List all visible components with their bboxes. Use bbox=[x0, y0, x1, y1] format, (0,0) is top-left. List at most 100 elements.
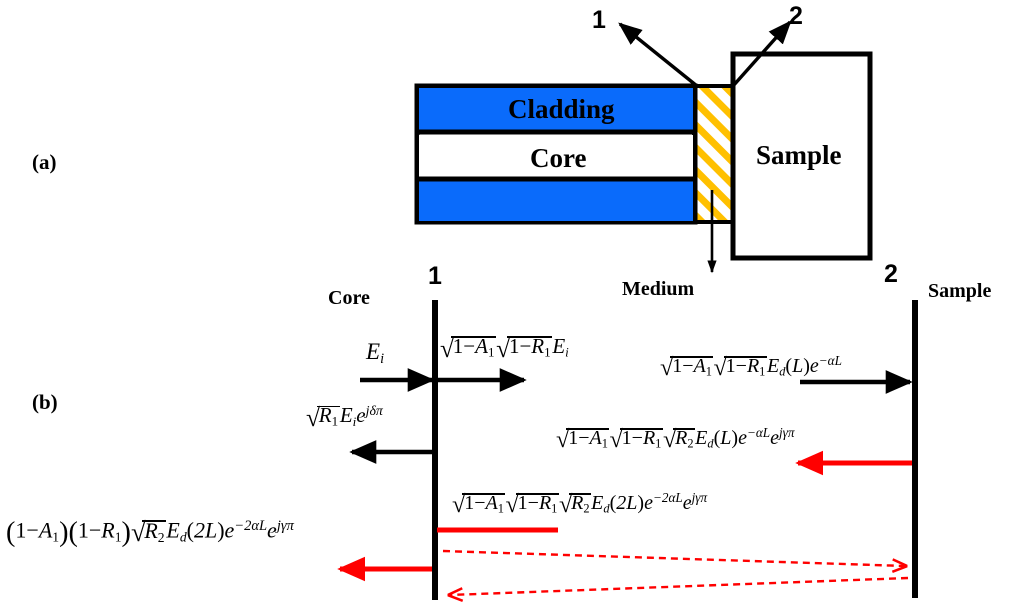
sym-minus: − bbox=[26, 517, 39, 543]
radical-bar bbox=[507, 336, 553, 338]
radical-group: √1−R1 bbox=[505, 492, 559, 517]
sym-one: 1 bbox=[517, 491, 528, 514]
sym-pi: π bbox=[286, 518, 294, 535]
formula-forward-medium: √1−A1√1−R1Ed(L)e−αL bbox=[660, 353, 842, 381]
sym-one: 1 bbox=[621, 426, 632, 449]
black-ray-arrows bbox=[349, 368, 913, 464]
sym-sub-d: d bbox=[779, 364, 786, 379]
radical-sign-icon: √ bbox=[558, 490, 573, 518]
boundary-sample-label: Sample bbox=[928, 280, 992, 302]
sym-R: R bbox=[318, 403, 332, 428]
radicand: 1−A1 bbox=[463, 493, 505, 515]
cladding-bottom bbox=[419, 181, 693, 221]
sym-two-L: 2L bbox=[616, 491, 638, 514]
sym-sub-1: 1 bbox=[759, 364, 766, 379]
sym-E: E bbox=[339, 403, 353, 428]
radical-sign-icon: √ bbox=[713, 353, 727, 381]
sym-e: e bbox=[738, 426, 747, 449]
exponent-j-gamma-pi: jγπ bbox=[692, 490, 707, 505]
sym-one: 1 bbox=[452, 334, 464, 358]
paren-open: ( bbox=[6, 517, 16, 548]
radical-bar bbox=[619, 428, 663, 430]
sym-pi: π bbox=[700, 490, 708, 505]
sym-sub-1: 1 bbox=[544, 344, 551, 360]
radical-group: √R2 bbox=[558, 490, 592, 518]
callout-leaders bbox=[618, 20, 792, 274]
radical-bar bbox=[566, 428, 610, 430]
sym-E: E bbox=[366, 339, 381, 364]
sample-box bbox=[730, 51, 873, 261]
exponent-minus-2alpha-L: −2αL bbox=[234, 518, 268, 535]
exponent-j-gamma-pi: jγπ bbox=[277, 518, 294, 534]
radical-sign-icon: √ bbox=[452, 490, 466, 518]
sym-one: 1 bbox=[725, 354, 736, 377]
boundary-1-label: 1 bbox=[428, 262, 442, 290]
radical-group: √1−A1 bbox=[452, 490, 506, 518]
sym-minus: − bbox=[88, 517, 102, 543]
sym-sub-2: 2 bbox=[157, 529, 165, 545]
sym-sub-1: 1 bbox=[487, 344, 495, 360]
sym-L: L bbox=[720, 426, 732, 449]
paren-close: ) bbox=[59, 517, 69, 548]
sym-sub-1: 1 bbox=[497, 501, 504, 516]
sym-delta: δ bbox=[369, 403, 376, 418]
sym-sub-1: 1 bbox=[551, 501, 558, 516]
radical-group: √1−R1 bbox=[609, 426, 663, 452]
sym-j: j bbox=[365, 403, 370, 418]
sym-E: E bbox=[166, 517, 180, 543]
sym-e: e bbox=[644, 491, 653, 514]
radical-sign-icon: √ bbox=[306, 402, 321, 432]
interface-2-callout: 2 bbox=[789, 2, 803, 30]
leader-to-1 bbox=[618, 22, 699, 88]
radicand: 1−R1 bbox=[517, 493, 559, 515]
sym-one: 1 bbox=[508, 334, 520, 358]
dashed-return-bounce bbox=[450, 576, 909, 595]
radical-sign-icon: √ bbox=[556, 425, 570, 453]
exponent-minus-2alpha-L: −2αL bbox=[652, 490, 683, 505]
sym-sub-i: i bbox=[380, 350, 385, 367]
sym-e: e bbox=[267, 517, 277, 543]
sample-label: Sample bbox=[756, 140, 842, 170]
radical-group: √R1 bbox=[306, 402, 340, 432]
sym-A: A bbox=[485, 491, 498, 514]
radical-group: √1−A1 bbox=[660, 355, 714, 380]
radical-sign-icon: √ bbox=[662, 425, 677, 453]
paren-close: ) bbox=[637, 491, 645, 514]
sym-E: E bbox=[695, 426, 708, 449]
boundary-core-label: Core bbox=[328, 287, 370, 309]
cladding-label: Cladding bbox=[508, 94, 615, 124]
sym-sub-1: 1 bbox=[331, 413, 339, 429]
radicand: 1−R1 bbox=[508, 336, 552, 359]
sym-sub-i: i bbox=[565, 344, 569, 360]
sym-R: R bbox=[642, 426, 656, 449]
core-label: Core bbox=[530, 143, 587, 173]
radical-bar bbox=[673, 428, 696, 430]
sym-R: R bbox=[571, 491, 584, 514]
sym-one: 1 bbox=[77, 517, 89, 543]
sym-minus: − bbox=[578, 426, 590, 449]
paren-close: ) bbox=[731, 426, 739, 449]
radical-bar bbox=[723, 356, 767, 358]
fiber-outline bbox=[414, 83, 698, 225]
sym-E: E bbox=[591, 491, 604, 514]
paren-open: ( bbox=[609, 491, 617, 514]
sym-sub-d: d bbox=[603, 501, 610, 516]
sym-one: 1 bbox=[15, 517, 27, 543]
sym-sub-i: i bbox=[352, 413, 357, 429]
sym-e: e bbox=[356, 403, 366, 428]
radicand: 1−A1 bbox=[671, 356, 713, 378]
red-ray-arrows bbox=[337, 450, 912, 582]
sym-E: E bbox=[552, 334, 566, 358]
paren-close: ) bbox=[121, 517, 131, 548]
radicand: R2 bbox=[143, 519, 166, 545]
panel-a-label: (a) bbox=[32, 150, 57, 174]
radical-group: √1−A1 bbox=[440, 334, 497, 361]
sym-e: e bbox=[224, 517, 235, 543]
sym-minus: − bbox=[463, 334, 476, 358]
formula-incident: Ei bbox=[366, 340, 384, 366]
core-region bbox=[419, 135, 693, 177]
radical-group: √1−A1 bbox=[556, 425, 610, 453]
paren-open: ( bbox=[785, 354, 793, 377]
